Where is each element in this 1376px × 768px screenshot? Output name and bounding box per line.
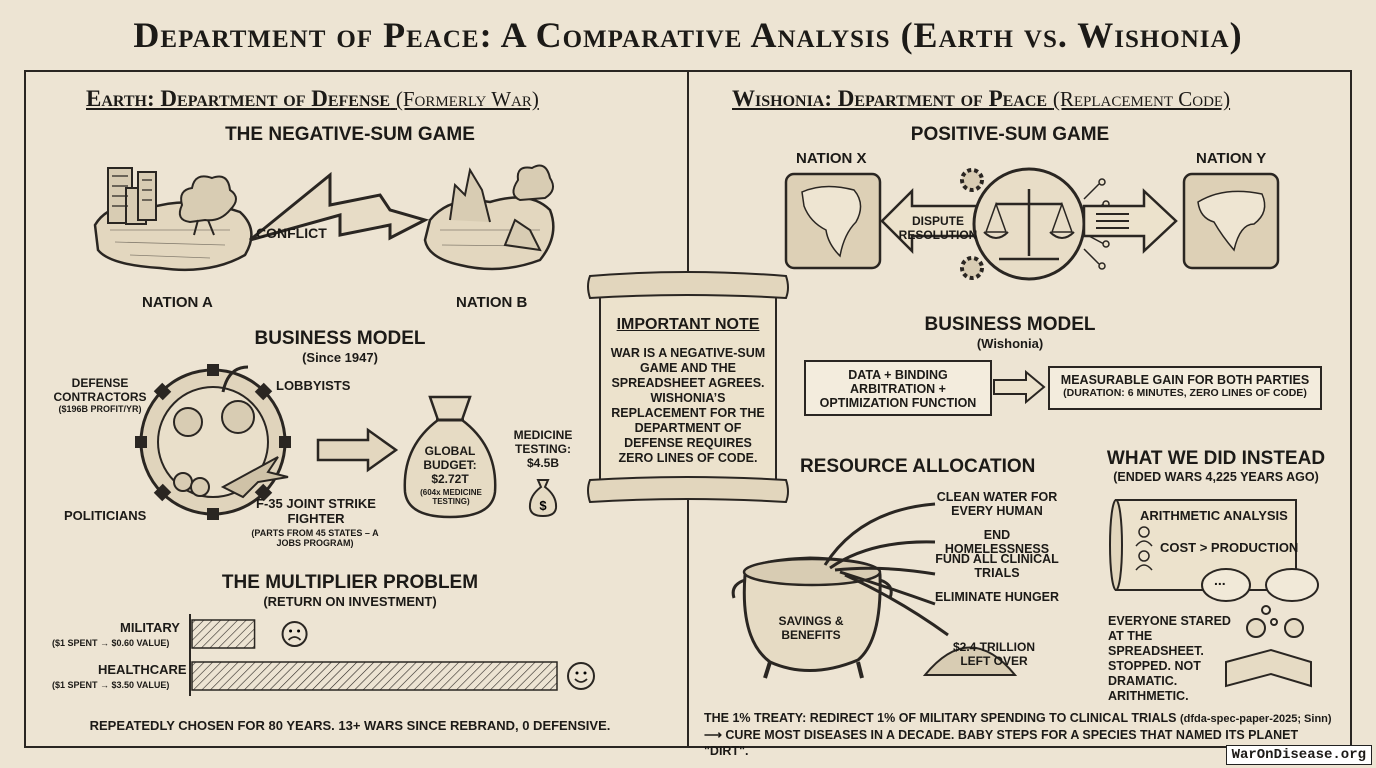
scroll-text: COST > PRODUCTION [1160, 540, 1299, 555]
left-business-sub: (Since 1947) [302, 350, 378, 365]
politicians-label: POLITICIANS [64, 508, 147, 523]
stared-text: EVERYONE STARED AT THE SPREADSHEET. STOP… [1108, 614, 1231, 703]
f35-label: F-35 JOINT STRIKE FIGHTER [256, 496, 376, 526]
frown-face-icon [281, 621, 308, 647]
nation-x-label: NATION X [796, 150, 867, 167]
right-business-title: BUSINESS MODEL [924, 314, 1096, 335]
war-illustration [93, 164, 555, 272]
pot-illustration [731, 502, 1018, 679]
scroll-title: ARITHMETIC ANALYSIS [1140, 508, 1288, 523]
left-business-title: BUSINESS MODEL [254, 328, 426, 349]
small-money-bag-icon: $ [528, 479, 558, 518]
healthcare-label: HEALTHCARE [98, 662, 187, 677]
left-header: Earth: Department of Defense (Formerly W… [86, 86, 539, 111]
person-icon [1135, 526, 1153, 571]
arrow-to-gain-icon [993, 369, 1046, 405]
cauldron-icon [731, 556, 893, 679]
thought-text: ... [1214, 572, 1226, 588]
budget-label: GLOBAL BUDGET: $2.72T [423, 444, 477, 486]
medicine-label: MEDICINE TESTING: $4.5B [513, 428, 573, 470]
note-title: IMPORTANT NOTE [616, 316, 760, 333]
leftover-label: $2.4 TRILLION LEFT OVER [952, 640, 1035, 668]
nation-y-label: NATION Y [1196, 150, 1267, 167]
money-bag-icon [403, 395, 497, 519]
negative-sum-title: THE NEGATIVE-SUM GAME [225, 124, 475, 145]
gear-machine-illustration [135, 364, 291, 520]
arrow-to-budget-icon [316, 427, 399, 473]
page-title: Department of Peace: A Comparative Analy… [133, 15, 1243, 55]
gain-box: MEASURABLE GAIN FOR BOTH PARTIES(DURATIO… [1048, 366, 1322, 410]
healthcare-sub: ($1 SPENT → $3.50 VALUE) [52, 680, 170, 690]
scales-of-justice-icon [972, 167, 1086, 281]
military-sub: ($1 SPENT → $0.60 VALUE) [52, 638, 170, 648]
nation-y-map-icon [1182, 172, 1280, 270]
lobby-arrow-icon [221, 365, 249, 393]
gear-icon [135, 364, 291, 520]
nation-b-island-icon [423, 164, 555, 271]
treaty-text: THE 1% TREATY: REDIRECT 1% OF MILITARY S… [704, 711, 1332, 758]
smile-face-icon [567, 662, 595, 690]
military-bar [191, 619, 256, 649]
alloc-item-1: CLEAN WATER FOR EVERY HUMAN [936, 490, 1058, 518]
alloc-item-2: END HOMELESSNESS [944, 528, 1050, 556]
reading-people-icon [1225, 618, 1312, 688]
instead-sub: (ENDED WARS 4,225 YEARS AGO) [1113, 470, 1319, 484]
nation-x-map-icon [784, 172, 882, 270]
gear-small-icon [960, 168, 984, 280]
alloc-item-3: FUND ALL CLINICAL TRIALS [935, 552, 1059, 580]
frame [24, 70, 1352, 748]
roi-bar-chart [189, 614, 595, 696]
resource-title: RESOURCE ALLOCATION [800, 456, 1036, 477]
multiplier-sub: (RETURN ON INVESTMENT) [263, 594, 437, 609]
nation-a-label: NATION A [142, 294, 213, 311]
military-label: MILITARY [120, 620, 180, 635]
fighter-jet-icon [220, 456, 289, 499]
lobbyists-label: LOBBYISTS [276, 378, 351, 393]
coin-pile-icon [922, 646, 1018, 676]
input-box: DATA + BINDING ARBITRATION + OPTIMIZATIO… [804, 360, 992, 416]
credit-badge: WarOnDisease.org [1225, 745, 1372, 765]
budget-sub: (604x MEDICINE TESTING) [420, 488, 482, 506]
pot-label: SAVINGS & BENEFITS [778, 614, 844, 642]
nation-b-label: NATION B [456, 294, 528, 311]
contractors-label: DEFENSE CONTRACTORS($196B PROFIT/YR) [53, 376, 147, 414]
note-text: WAR IS A NEGATIVE-SUM GAME AND THE SPREA… [610, 346, 766, 465]
lightning-conflict-icon [249, 171, 430, 242]
f35-sub: (PARTS FROM 45 STATES – A JOBS PROGRAM) [251, 528, 379, 548]
peace-illustration [784, 167, 1280, 281]
allocation-arrows-icon [823, 502, 949, 637]
svg-text:$: $ [539, 498, 547, 513]
arithmetic-illustration [1109, 499, 1319, 688]
thought-bubble-icon [1201, 568, 1319, 626]
conflict-label: CONFLICT [256, 225, 327, 241]
positive-sum-title: POSITIVE-SUM GAME [910, 124, 1110, 145]
instead-title: WHAT WE DID INSTEAD [1106, 448, 1326, 469]
nation-a-island-icon [93, 167, 253, 272]
dispute-label: DISPUTE RESOLUTION [898, 214, 978, 242]
scroll-note-icon [587, 271, 789, 504]
alloc-item-4: ELIMINATE HUNGER [934, 590, 1060, 604]
left-footer: REPEATEDLY CHOSEN FOR 80 YEARS. 13+ WARS… [89, 718, 611, 733]
right-business-sub: (Wishonia) [976, 336, 1044, 351]
healthcare-bar [191, 661, 558, 691]
right-header: Wishonia: Department of Peace (Replaceme… [732, 86, 1231, 111]
multiplier-title: THE MULTIPLIER PROBLEM [221, 572, 479, 593]
